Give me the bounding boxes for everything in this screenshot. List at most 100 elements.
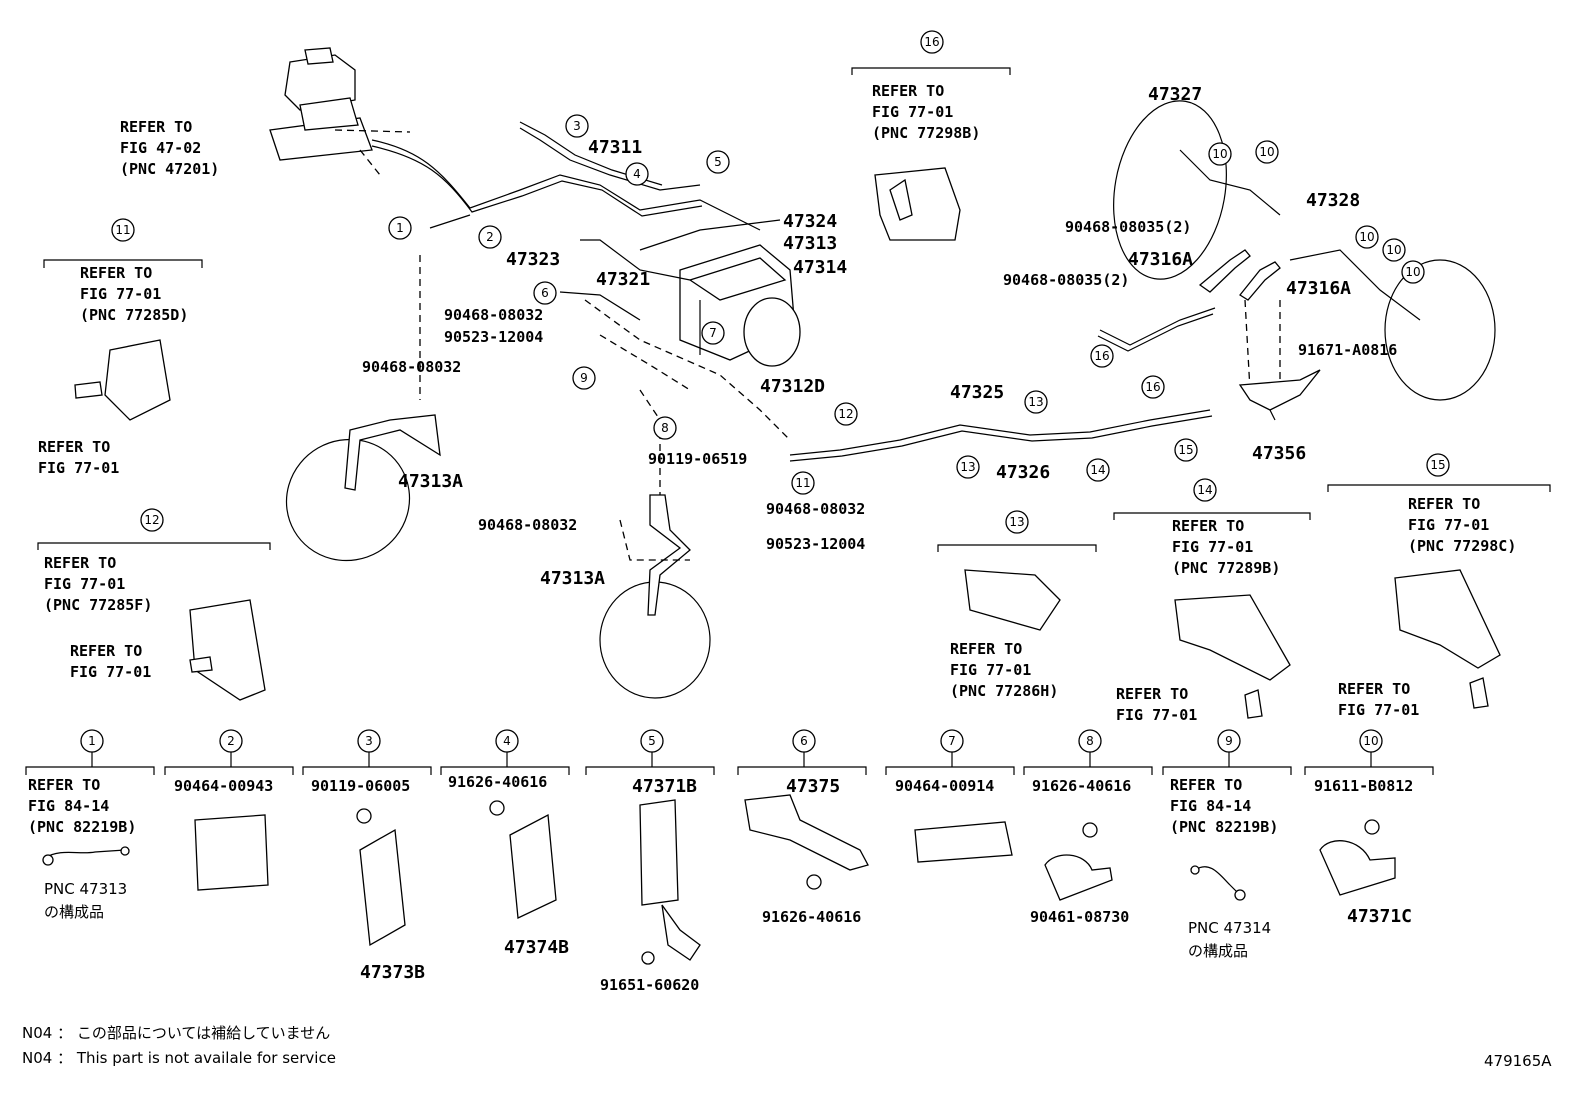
figure-id: 479165A (1484, 1052, 1552, 1070)
refer-note-line: FIG 77-01 (80, 285, 161, 303)
refer-note-line: REFER TO (38, 438, 110, 456)
callout-circle (1401, 260, 1425, 284)
master-cylinder (269, 47, 411, 176)
callout-15: 15 (1174, 438, 1198, 462)
hardware-label: 90468-08035(2) (1003, 271, 1129, 289)
part-label: 47327 (1148, 84, 1202, 105)
callout-5: 5 (706, 150, 730, 174)
callout-10: 10 (1401, 260, 1425, 284)
refer-note-line: FIG 77-01 (950, 661, 1031, 679)
callout-circle (1090, 344, 1114, 368)
part-label: 47313A (540, 568, 605, 589)
callout-number: 14 (1090, 463, 1105, 477)
refer-note-line: REFER TO (28, 776, 100, 794)
bottom-cell-6: 6 (737, 729, 867, 775)
callout-circle (1382, 238, 1406, 262)
bottom-cell-5: 5 (585, 729, 715, 775)
callout-number: 10 (1359, 230, 1374, 244)
cell-bracket (1162, 766, 1292, 775)
refer-note-line: (PNC 47201) (120, 160, 219, 178)
callout-14: 14 (1193, 478, 1217, 502)
refer-note-line: (PNC 77285F) (44, 596, 152, 614)
callout-circle (1255, 140, 1279, 164)
part-label: 47371B (632, 776, 697, 797)
callout-number: 4 (633, 167, 641, 181)
part-label: 47374B (504, 937, 569, 958)
bottom-cell-1: 1 (25, 729, 155, 775)
refer-note-line: FIG 84-14 (1170, 797, 1251, 815)
bottom-callout-6: 6 (792, 729, 816, 753)
callout-number: 10 (1259, 145, 1274, 159)
part-label: 47324 (783, 211, 837, 232)
hardware-label: 91611-B0812 (1314, 777, 1413, 795)
callout-circle (1193, 478, 1217, 502)
callout-number: 13 (1009, 515, 1024, 529)
callout-circle (140, 508, 164, 532)
footer: N04 ： この部品については補給していません N04 ： This part … (22, 1024, 1552, 1070)
refer-note-line: (PNC 77286H) (950, 682, 1058, 700)
refer-note-line: (PNC 82219B) (28, 818, 136, 836)
callout-circle (111, 218, 135, 242)
callout-circle (1355, 225, 1379, 249)
bottom-callout-9: 9 (1217, 729, 1241, 753)
callout-10: 10 (1255, 140, 1279, 164)
refer-note-line: (PNC 77285D) (80, 306, 188, 324)
part-label: 47313 (783, 233, 837, 254)
cell-bracket (1023, 766, 1153, 775)
callout-number: 1 (396, 221, 404, 235)
refer-note-line: REFER TO (1116, 685, 1188, 703)
part-label: 47313A (398, 471, 463, 492)
cell-bracket (25, 766, 155, 775)
callout-circle (834, 402, 858, 426)
callout-circle (1141, 375, 1165, 399)
pnc-note-line: PNC 47314 (1188, 919, 1271, 937)
callout-number: 10 (1405, 265, 1420, 279)
refer-note-line: REFER TO (70, 642, 142, 660)
part-label: 47326 (996, 462, 1050, 483)
callout-circle (572, 366, 596, 390)
callout-13: 13 (1024, 390, 1048, 414)
cell-bracket (302, 766, 432, 775)
hardware-label: 91626-40616 (448, 773, 547, 791)
callout-10: 10 (1355, 225, 1379, 249)
cell-bracket (737, 766, 867, 775)
part-label: 47373B (360, 962, 425, 983)
callout-circle (1174, 438, 1198, 462)
refer-note-line: (PNC 77298C) (1408, 537, 1516, 555)
callout-number: 8 (1086, 734, 1094, 748)
hardware-label: 90523-12004 (766, 535, 865, 553)
refer-note-line: FIG 77-01 (38, 459, 119, 477)
part-label: 47325 (950, 382, 1004, 403)
abs-actuator (639, 219, 801, 367)
pnc-note-line: の構成品 (1188, 942, 1248, 960)
callout-12: 12 (834, 402, 858, 426)
callout-11: 11 (111, 218, 135, 242)
callout-13: 13 (1005, 510, 1029, 534)
pnc-note-line: の構成品 (44, 903, 104, 921)
bottom-callout-2: 2 (219, 729, 243, 753)
part-label: 47316A (1286, 278, 1351, 299)
bottom-cell-7: 7 (885, 729, 1015, 775)
callout-number: 15 (1178, 443, 1193, 457)
refer-note-line: FIG 77-01 (44, 575, 125, 593)
hardware-label: 90468-08032 (362, 358, 461, 376)
hardware-label: 90523-12004 (444, 328, 543, 346)
callout-circle (1208, 142, 1232, 166)
hardware-label: 90119-06005 (311, 777, 410, 795)
refer-note-line: (PNC 82219B) (1170, 818, 1278, 836)
callout-number: 13 (1028, 395, 1043, 409)
callout-number: 10 (1386, 243, 1401, 257)
inset-clamps (74, 167, 1501, 719)
callout-number: 11 (795, 476, 810, 490)
